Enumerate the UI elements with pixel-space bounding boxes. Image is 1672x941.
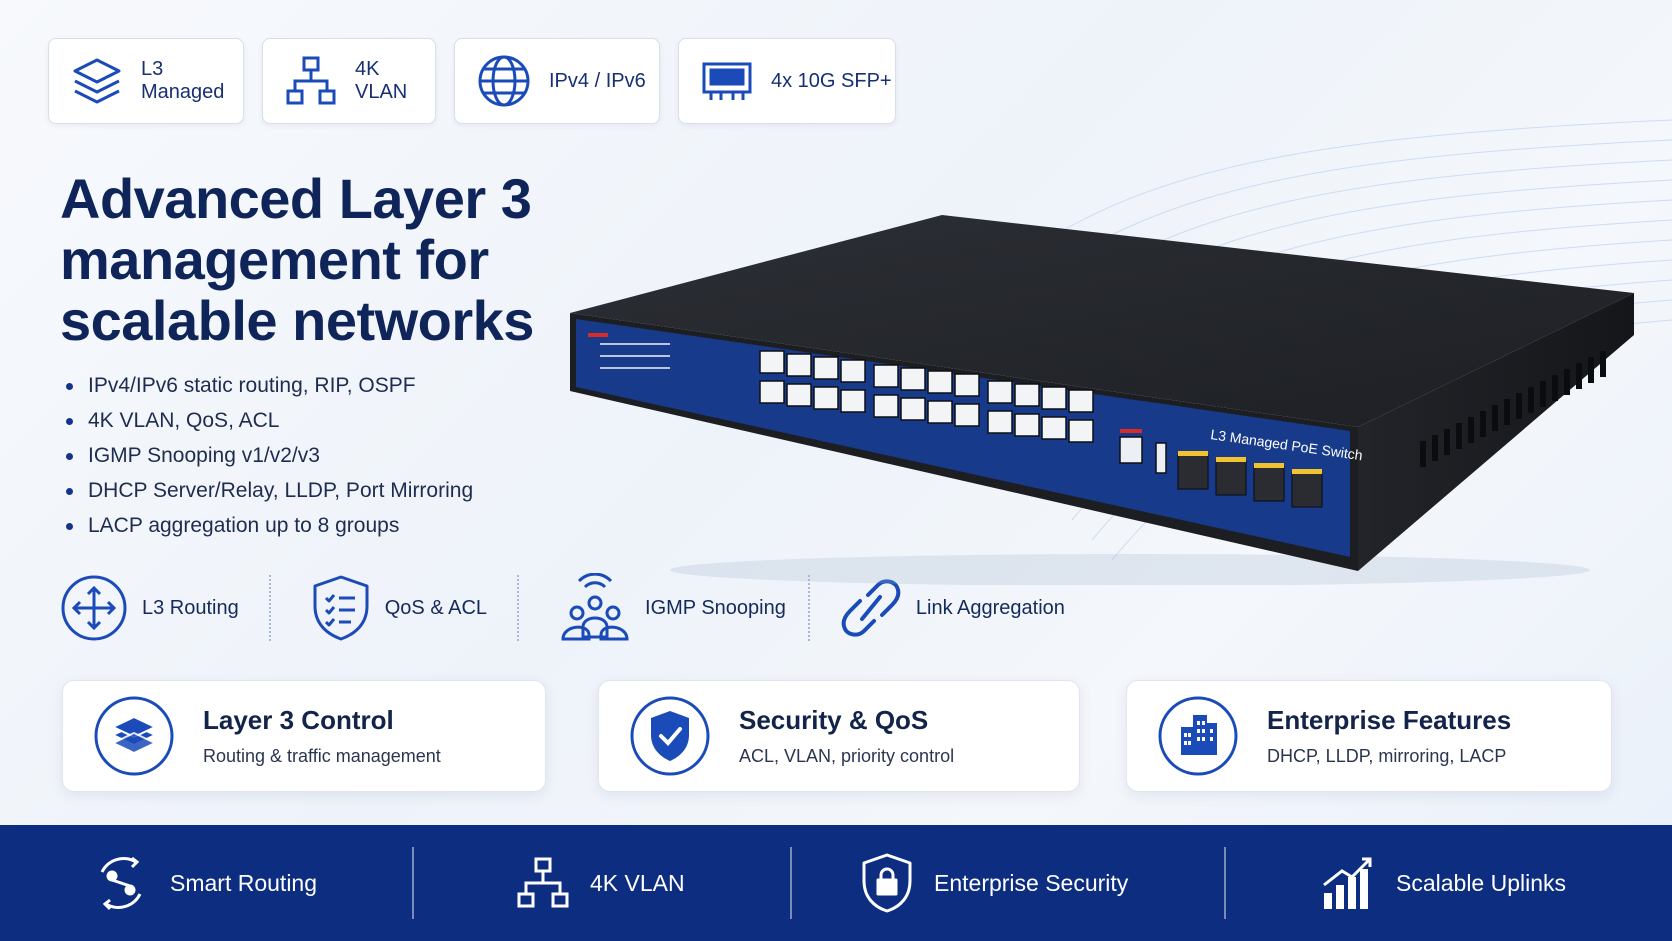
spec-bullets: IPv4/IPv6 static routing, RIP, OSPF 4K V…	[64, 368, 473, 543]
card-text: Enterprise Features DHCP, LLDP, mirrorin…	[1267, 705, 1511, 767]
headline-line: Advanced Layer 3	[60, 167, 532, 230]
shield-check-icon	[630, 696, 710, 776]
divider	[412, 847, 414, 919]
card-text: Security & QoS ACL, VLAN, priority contr…	[739, 705, 954, 767]
headline-line: scalable networks	[60, 289, 534, 352]
card-layer3-control: Layer 3 Control Routing & traffic manage…	[62, 680, 546, 792]
feature-label: Link Aggregation	[915, 596, 1065, 619]
feature-label: L3 Routing	[142, 596, 239, 619]
badge-label: L3 Managed	[141, 58, 225, 103]
sfp-module-icon	[702, 62, 752, 100]
chain-link-icon	[841, 579, 901, 637]
card-title: Security & QoS	[739, 705, 929, 735]
network-hierarchy-icon	[517, 857, 569, 908]
headline-line: management for	[60, 228, 489, 291]
bottom-item-label: Enterprise Security	[934, 869, 1129, 896]
feature-igmp-snooping: IGMP Snooping	[559, 572, 786, 644]
headline: Advanced Layer 3 management for scalable…	[60, 168, 580, 351]
globe-icon	[478, 55, 530, 107]
badge-label: 4K VLAN	[355, 58, 408, 103]
feature-row: L3 Routing QoS & ACL IGMP Snooping	[60, 572, 1065, 644]
layers-icon	[73, 58, 121, 104]
divider	[790, 847, 792, 919]
card-subtitle: Routing & traffic management	[203, 746, 441, 766]
feature-link-aggregation: Link Aggregation	[840, 572, 1065, 644]
divider	[268, 575, 271, 641]
bottom-item-enterprise-security: Enterprise Security	[860, 825, 1128, 941]
growth-chart-icon	[1323, 857, 1372, 909]
bottom-item-label: 4K VLAN	[590, 869, 685, 896]
bottom-feature-bar: Smart Routing 4K VLAN Enterprise Securit…	[0, 825, 1672, 941]
bottom-item-label: Scalable Uplinks	[1396, 869, 1567, 896]
card-enterprise-features: Enterprise Features DHCP, LLDP, mirrorin…	[1126, 680, 1612, 792]
divider	[1224, 847, 1226, 919]
divider	[517, 575, 520, 641]
badge-sfp: 4x 10G SFP+	[678, 38, 896, 124]
card-subtitle: DHCP, LLDP, mirroring, LACP	[1267, 746, 1507, 766]
feature-label: QoS & ACL	[384, 596, 488, 619]
feature-label: IGMP Snooping	[645, 596, 786, 619]
bullet-item: 4K VLAN, QoS, ACL	[64, 403, 473, 438]
badge-label: IPv4 / IPv6	[549, 69, 646, 92]
building-icon	[1158, 696, 1238, 776]
bottom-item-4k-vlan: 4K VLAN	[516, 825, 685, 941]
badge-label: 4x 10G SFP+	[771, 69, 892, 92]
bullet-item: IPv4/IPv6 static routing, RIP, OSPF	[64, 368, 473, 403]
card-title: Enterprise Features	[1267, 705, 1512, 735]
card-title: Layer 3 Control	[203, 705, 394, 735]
bottom-item-smart-routing: Smart Routing	[92, 825, 317, 941]
feature-l3-routing: L3 Routing	[60, 572, 239, 644]
card-subtitle: ACL, VLAN, priority control	[739, 746, 955, 766]
bullet-item: DHCP Server/Relay, LLDP, Port Mirroring	[64, 473, 473, 508]
group-broadcast-icon	[561, 573, 629, 641]
layers-icon	[94, 696, 174, 776]
shield-checklist-icon	[313, 575, 369, 641]
badge-ipv4-ipv6: IPv4 / IPv6	[454, 38, 660, 124]
routing-arrows-icon	[61, 575, 127, 641]
bullet-item: IGMP Snooping v1/v2/v3	[64, 438, 473, 473]
shield-lock-icon	[862, 853, 912, 913]
network-hierarchy-icon	[286, 56, 336, 105]
bottom-item-scalable-uplinks: Scalable Uplinks	[1320, 825, 1566, 941]
product-switch-image: L3 Managed PoE Switch	[570, 215, 1634, 585]
divider	[807, 575, 810, 641]
bullet-item: LACP aggregation up to 8 groups	[64, 508, 473, 543]
card-security-qos: Security & QoS ACL, VLAN, priority contr…	[598, 680, 1080, 792]
badge-4k-vlan: 4K VLAN	[262, 38, 436, 124]
badge-l3-managed: L3 Managed	[48, 38, 244, 124]
feature-qos-acl: QoS & ACL	[311, 572, 487, 644]
smart-routing-icon	[100, 856, 142, 911]
bottom-item-label: Smart Routing	[170, 869, 318, 896]
card-text: Layer 3 Control Routing & traffic manage…	[203, 705, 441, 767]
